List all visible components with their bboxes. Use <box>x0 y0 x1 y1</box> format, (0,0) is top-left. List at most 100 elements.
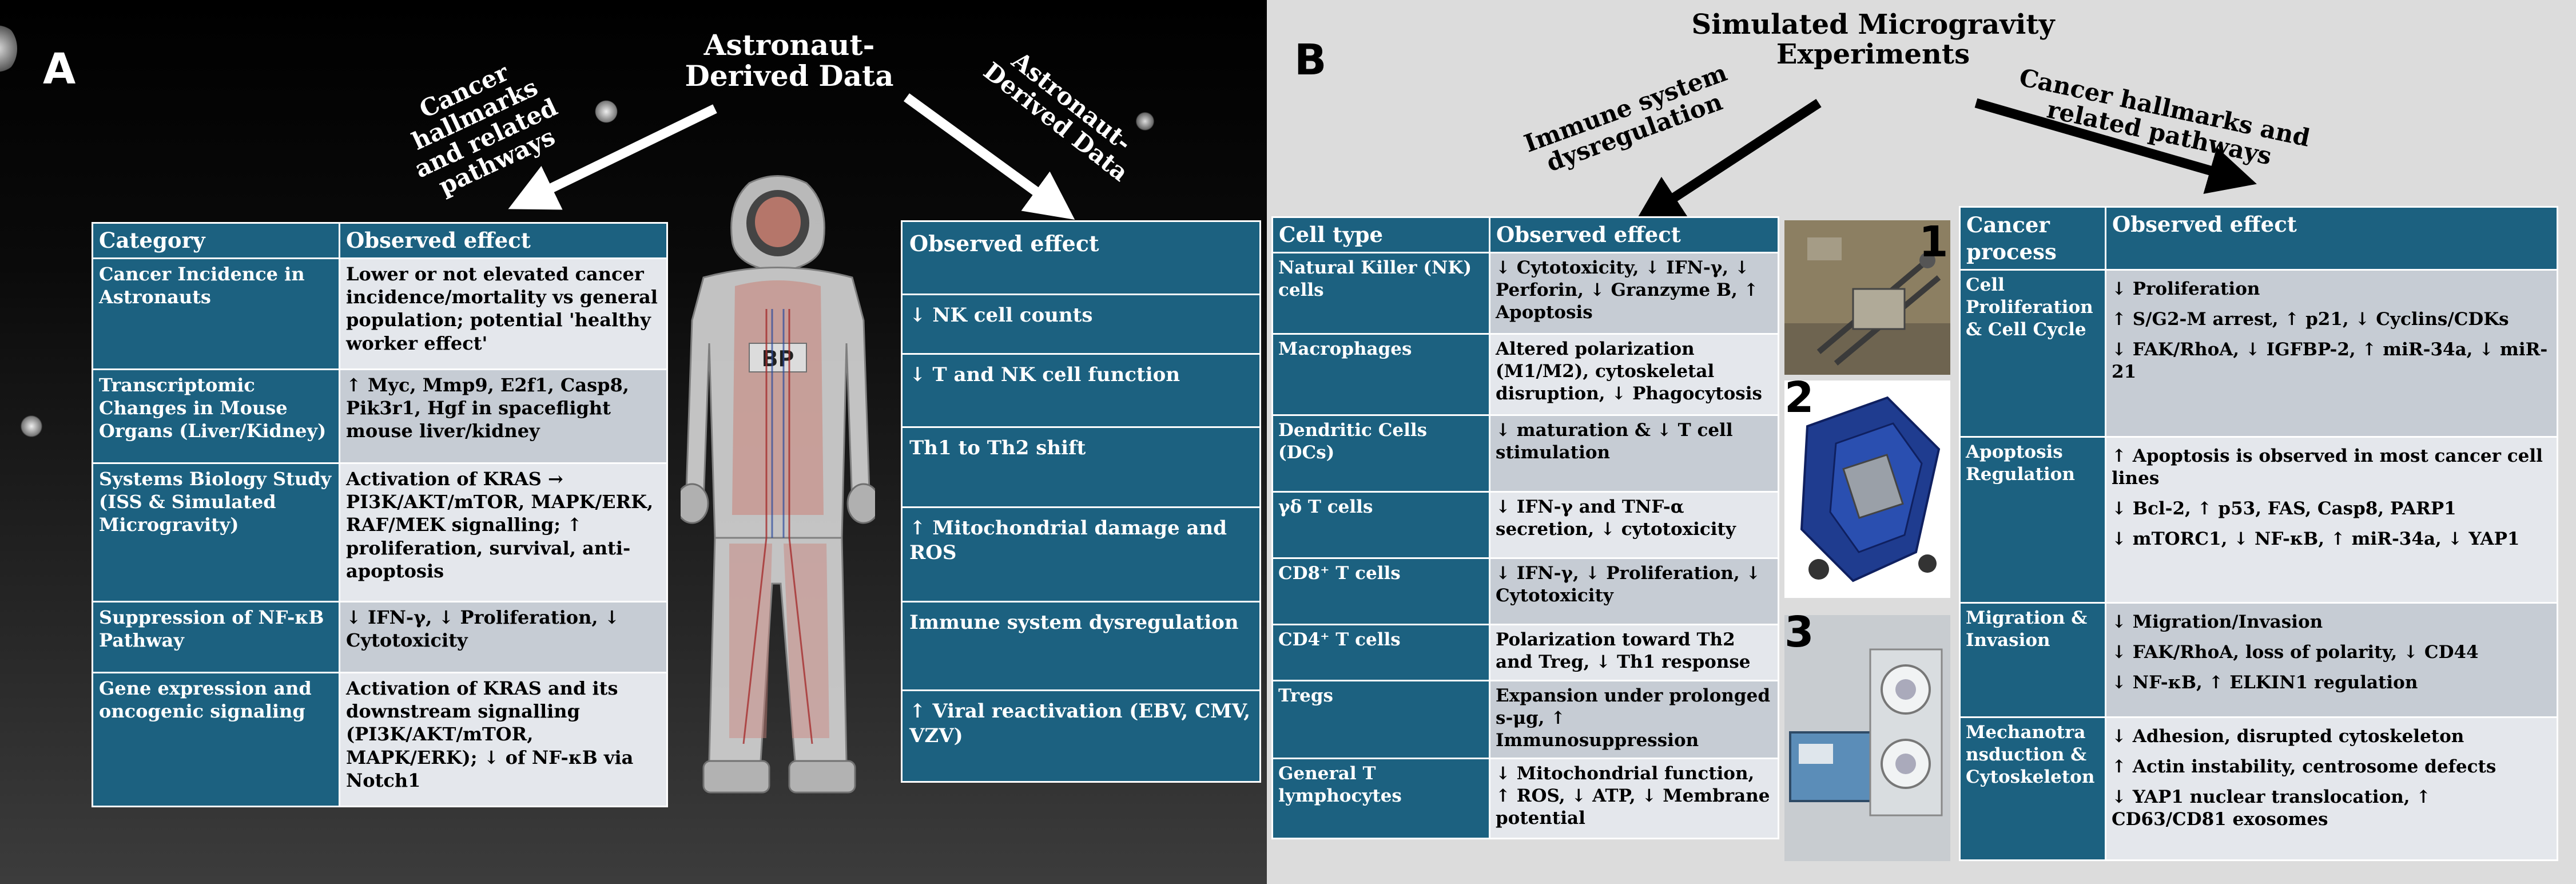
background-orb <box>595 100 618 123</box>
effect-cell: Altered polarization (M1/M2), cytoskelet… <box>1489 332 1779 416</box>
effect-cell: ↓ IFN-γ and TNF-α secretion, ↓ cytotoxic… <box>1489 490 1779 559</box>
table-row: ↑ Mitochondrial damage and ROS <box>901 506 1261 602</box>
effect-cell: Activation of KRAS and its downstream si… <box>339 671 668 807</box>
cell-type-cell: Tregs <box>1271 679 1490 759</box>
table-row: Migration & Invasion ↓ Migration/Invasio… <box>1959 602 2558 718</box>
effect-cell: Polarization toward Th2 and Treg, ↓ Th1 … <box>1489 623 1779 681</box>
table-row: Systems Biology Study (ISS & Simulated M… <box>92 462 668 602</box>
effect-cell: ↓ Migration/Invasion ↓ FAK/RhoA, loss of… <box>2105 602 2558 718</box>
astronaut-data-table: Category Observed effect Cancer Incidenc… <box>92 222 668 807</box>
effect-line: ↑ S/G2-M arrest, ↑ p21, ↓ Cyclins/CDKs <box>2112 309 2509 330</box>
arrow-left <box>508 104 717 210</box>
effect-cell: ↓ NK cell counts <box>901 294 1261 355</box>
panel-b: B Simulated Microgravity Experiments Imm… <box>1267 0 2576 884</box>
effect-cell: ↑ Apoptosis is observed in most cancer c… <box>2105 436 2558 604</box>
table-row: CD4⁺ T cells Polarization toward Th2 and… <box>1271 623 1779 681</box>
table-header-row: Observed effect <box>901 220 1261 295</box>
effect-line: ↓ mTORC1, ↓ NF-κB, ↑ miR-34a, ↓ YAP1 <box>2112 529 2520 550</box>
table-row: Transcriptomic Changes in Mouse Organs (… <box>92 368 668 464</box>
table-row: General T lymphocytes ↓ Mitochondrial fu… <box>1271 757 1779 839</box>
table-header-row: Category Observed effect <box>92 222 668 259</box>
table-row: Macrophages Altered polarization (M1/M2)… <box>1271 332 1779 416</box>
table-header-row: Cancer process Observed effect <box>1959 206 2558 271</box>
arrow-left <box>1634 98 1822 224</box>
effect-cell: Activation of KRAS → PI3K/AKT/mTOR, MAPK… <box>339 462 668 602</box>
column-header: Observed effect <box>901 220 1261 295</box>
category-cell: Suppression of NF-κB Pathway <box>92 600 340 673</box>
table-row: CD8⁺ T cells ↓ IFN-γ, ↓ Proliferation, ↓… <box>1271 557 1779 625</box>
effect-cell: ↓ maturation & ↓ T cell stimulation <box>1489 414 1779 493</box>
column-header: Cancer process <box>1959 206 2106 271</box>
effect-cell: ↓ Cytotoxicity, ↓ IFN-γ, ↓ Perforin, ↓ G… <box>1489 251 1779 335</box>
astronaut-immune-table: Observed effect ↓ NK cell counts ↓ T and… <box>901 220 1261 783</box>
cell-type-cell: Macrophages <box>1271 332 1490 416</box>
panel-a: A Astronaut- Derived Data Cancer hallmar… <box>0 0 1267 884</box>
table-row: Th1 to Th2 shift <box>901 426 1261 508</box>
effect-line: ↓ YAP1 nuclear translocation, ↑ CD63/CD8… <box>2112 787 2431 830</box>
photo-number: 3 <box>1784 608 1814 657</box>
table-row: Tregs Expansion under prolonged s-μg, ↑ … <box>1271 679 1779 759</box>
cancer-process-cell: Cell Proliferation & Cell Cycle <box>1959 269 2106 438</box>
effect-line: ↓ Proliferation <box>2112 279 2260 299</box>
effect-cell: ↑ Mitochondrial damage and ROS <box>901 506 1261 602</box>
device-photo-3 <box>1784 615 1950 861</box>
table-row: ↓ T and NK cell function <box>901 353 1261 428</box>
background-orb <box>1135 112 1155 131</box>
effect-cell: ↓ IFN-γ, ↓ Proliferation, ↓ Cytotoxicity <box>1489 557 1779 625</box>
table-row: Cancer Incidence in Astronauts Lower or … <box>92 257 668 370</box>
table-row: γδ T cells ↓ IFN-γ and TNF-α secretion, … <box>1271 490 1779 559</box>
effect-cell: ↓ T and NK cell function <box>901 353 1261 428</box>
cancer-process-cell: Apoptosis Regulation <box>1959 436 2106 604</box>
table-row: Immune system dysregulation <box>901 601 1261 691</box>
cell-type-cell: γδ T cells <box>1271 490 1490 559</box>
photo-number: 1 <box>1919 217 1949 267</box>
effect-cell: ↑ Myc, Mmp9, E2f1, Casp8, Pik3r1, Hgf in… <box>339 368 668 464</box>
column-header: Observed effect <box>2105 206 2558 271</box>
table-header-row: Cell type Observed effect <box>1271 216 1779 253</box>
effect-cell: ↓ IFN-γ, ↓ Proliferation, ↓ Cytotoxicity <box>339 600 668 673</box>
column-header: Category <box>92 222 340 259</box>
cell-type-cell: CD8⁺ T cells <box>1271 557 1490 625</box>
effect-cell: Lower or not elevated cancer incidence/m… <box>339 257 668 370</box>
table-row: Suppression of NF-κB Pathway ↓ IFN-γ, ↓ … <box>92 600 668 673</box>
effect-line: ↑ Actin instability, centrosome defects <box>2112 756 2497 778</box>
effect-line: ↓ FAK/RhoA, loss of polarity, ↓ CD44 <box>2112 642 2479 663</box>
cancer-process-cell: Migration & Invasion <box>1959 602 2106 718</box>
effect-cell: ↓ Adhesion, disrupted cytoskeleton ↑ Act… <box>2105 716 2558 861</box>
category-cell: Cancer Incidence in Astronauts <box>92 257 340 370</box>
immune-cell-table: Cell type Observed effect Natural Killer… <box>1271 216 1779 839</box>
device-photo-2 <box>1784 380 1950 598</box>
effect-line: ↓ Migration/Invasion <box>2112 612 2323 632</box>
effect-cell: ↑ Viral reactivation (EBV, CMV, VZV) <box>901 689 1261 783</box>
table-row: ↓ NK cell counts <box>901 294 1261 355</box>
category-cell: Systems Biology Study (ISS & Simulated M… <box>92 462 340 602</box>
effect-cell: Th1 to Th2 shift <box>901 426 1261 508</box>
table-row: Apoptosis Regulation ↑ Apoptosis is obse… <box>1959 436 2558 604</box>
column-header: Cell type <box>1271 216 1490 253</box>
table-row: Cell Proliferation & Cell Cycle ↓ Prolif… <box>1959 269 2558 438</box>
effect-line: ↓ NF-κB, ↑ ELKIN1 regulation <box>2112 672 2418 693</box>
effect-cell: Immune system dysregulation <box>901 601 1261 691</box>
cancer-process-cell: Mechanotra nsduction & Cytoskeleton <box>1959 716 2106 861</box>
cell-type-cell: Natural Killer (NK) cells <box>1271 251 1490 335</box>
effect-cell: ↓ Proliferation ↑ S/G2-M arrest, ↑ p21, … <box>2105 269 2558 438</box>
column-header: Observed effect <box>1489 216 1779 253</box>
photo-number: 2 <box>1784 373 1814 422</box>
arrows <box>1634 98 2257 224</box>
table-row: Natural Killer (NK) cells ↓ Cytotoxicity… <box>1271 251 1779 335</box>
table-row: ↑ Viral reactivation (EBV, CMV, VZV) <box>901 689 1261 783</box>
table-row: Mechanotra nsduction & Cytoskeleton ↓ Ad… <box>1959 716 2558 861</box>
effect-cell: ↓ Mitochondrial function, ↑ ROS, ↓ ATP, … <box>1489 757 1779 839</box>
panel-title: Simulated Microgravity Experiments <box>1691 9 2055 70</box>
panel-letter: B <box>1294 35 1327 85</box>
panel-title: Astronaut- Derived Data <box>685 28 894 93</box>
category-cell: Gene expression and oncogenic signaling <box>92 671 340 807</box>
astronaut-suit-illustration: BP <box>681 175 875 794</box>
device-photo-1 <box>1784 220 1950 375</box>
cell-type-cell: CD4⁺ T cells <box>1271 623 1490 681</box>
arrows <box>508 93 1075 220</box>
column-header: Observed effect <box>339 222 668 259</box>
effect-line: ↑ Apoptosis is observed in most cancer c… <box>2112 446 2543 489</box>
arrow-right <box>904 93 1075 220</box>
